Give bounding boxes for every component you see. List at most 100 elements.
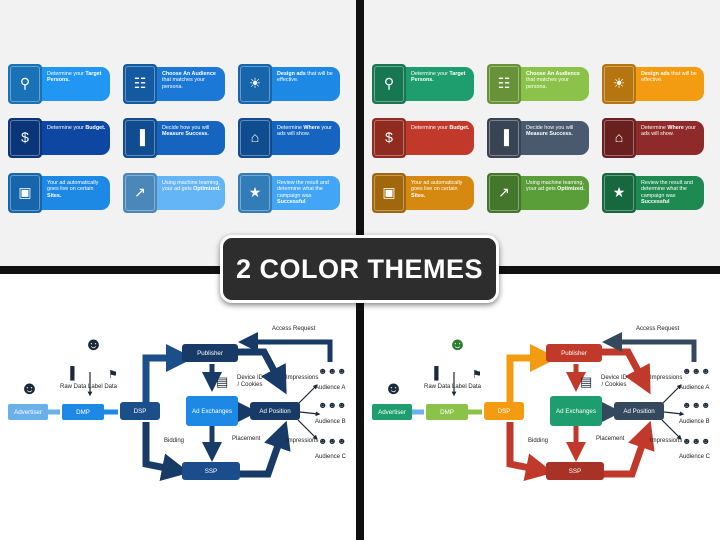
- title-banner: 2 COLOR THEMES: [220, 235, 499, 303]
- audience-c-icon: ☻☻☻: [682, 436, 711, 446]
- trophy-icon: ★: [612, 184, 626, 200]
- card-text-pre: Using machine learning, your ad gets: [162, 180, 220, 193]
- card-text-post: your ads will show.: [277, 125, 332, 138]
- card-text-post: that matches your persona.: [162, 77, 205, 90]
- card-text-pre: Determine your: [411, 71, 450, 77]
- growth-chart-icon: ↗: [134, 184, 146, 200]
- color-card-7: ▣Your ad automatically goes live on cert…: [372, 173, 474, 213]
- audience-a-label: Audience A: [679, 385, 710, 391]
- monitor-icon: ▣: [382, 184, 396, 200]
- card-text-post: your ads will show.: [641, 125, 696, 138]
- advertiser-person-icon: ☻: [384, 378, 403, 398]
- growth-chart-icon: ↗: [498, 184, 510, 200]
- blue-cards-panel: ⚲ Determine your Target Persons. ☷ Choose A…: [0, 0, 356, 266]
- dmp-box: DMP: [62, 404, 104, 420]
- position-to-aud-c: [297, 419, 318, 440]
- card-text-bold: Optimized.: [557, 186, 585, 193]
- card-text: Using machine learning, your ad gets Opt…: [526, 180, 588, 208]
- color-card-8: ↗ Using machine learning, your ad gets Op…: [487, 173, 589, 213]
- placement-label: Placement: [596, 436, 625, 442]
- card-text: Choose An Audience that matches your per…: [162, 71, 224, 99]
- persona-icon: ☻: [448, 334, 467, 354]
- card-text-pre: Determine: [277, 125, 304, 131]
- card-text: Determine Where your ads will show.: [641, 125, 703, 153]
- color-card-5: ▐Decide how you will Measure Success.: [487, 118, 589, 158]
- card-text-pre: Determine your: [47, 71, 86, 77]
- card-text: Determine your Target Persons.: [47, 71, 109, 99]
- card-text-bold: Where: [667, 125, 684, 131]
- ssp-to-position-arrow: [604, 420, 655, 478]
- color-cards-panel: ⚲Determine your Target Persons.☷Choose A…: [364, 0, 720, 266]
- card-text-bold: Target Persons.: [47, 71, 102, 84]
- house-icon: ⌂: [614, 129, 624, 145]
- ad-position-box: Ad Position: [614, 402, 664, 420]
- card-text-pre: Decide how you will: [162, 125, 210, 131]
- color-card-3: ☀Design ads that will be effective.: [602, 64, 704, 104]
- ssp-to-position-arrow: [240, 420, 291, 478]
- impressions-label-top: Impressions: [650, 375, 683, 381]
- card-text-bold: Choose An Audience: [162, 71, 216, 77]
- dsp-to-ssp-arrow: [506, 422, 554, 481]
- audience-b-icon: ☻☻☻: [318, 400, 347, 410]
- audience-b-icon: ☻☻☻: [682, 400, 711, 410]
- blue-card-8: ↗Using machine learning, your ad gets Op…: [123, 173, 225, 213]
- dsp-box: DSP: [484, 402, 524, 420]
- blue-card-7: ▣Your ad automatically goes live on cert…: [8, 173, 110, 213]
- publisher-to-position-arrow: [602, 348, 651, 395]
- label-data-tag-icon: ⚑: [472, 369, 482, 381]
- raw-data-chart-icon: ▐: [430, 366, 439, 380]
- clipboard-icon: ☷: [133, 75, 147, 91]
- dmp-box: DMP: [426, 404, 468, 420]
- audience-c-label: Audience C: [315, 454, 347, 460]
- card-text-pre: Review the result and determine what the…: [277, 180, 329, 199]
- raw-data-label: Raw Data: [424, 384, 451, 390]
- card-text-bold: Budget.: [449, 125, 470, 131]
- card-text: Determine your Budget.: [47, 125, 109, 153]
- advertiser-person-icon: ☻: [20, 378, 39, 398]
- card-text-bold: Budget.: [85, 125, 106, 131]
- blue-diagram-arrows: [46, 332, 333, 481]
- access-request-label: Access Request: [636, 326, 680, 332]
- money-bag-icon: $: [385, 129, 393, 145]
- card-text-bold: Design ads: [641, 71, 670, 77]
- color-diagram-arrows: [410, 332, 697, 481]
- impressions-label-bottom: Impressions: [650, 438, 683, 444]
- advertiser-box: Advertiser: [8, 404, 48, 420]
- position-to-aud-a: [661, 384, 682, 405]
- access-request-arrow: [602, 332, 697, 362]
- publisher-box: Publisher: [182, 344, 238, 362]
- color-card-9: ★Review the result and determine what th…: [602, 173, 704, 213]
- position-to-aud-c: [661, 419, 682, 440]
- audience-b-label: Audience B: [315, 419, 346, 425]
- card-text-bold: Where: [303, 125, 320, 131]
- dsp-to-ssp-arrow: [142, 422, 190, 481]
- blue-card-1: ⚲ Determine your Target Persons.: [8, 64, 110, 104]
- bar-chart-icon: ▐: [135, 129, 145, 145]
- card-text-bold: Successful: [641, 199, 670, 206]
- ad-exchanges-box: Ad Exchanges: [550, 396, 602, 426]
- search-icon: ⚲: [383, 75, 395, 91]
- label-data-label: Label Data: [452, 384, 482, 390]
- card-text-post: that matches your persona.: [526, 77, 569, 90]
- card-text-pre: Your ad automatically goes live on certa…: [47, 180, 99, 193]
- dsp-to-publisher-arrow: [506, 344, 558, 402]
- blue-card-2: ☷ Choose An Audience that matches your pe…: [123, 64, 225, 104]
- lightbulb-icon: ☀: [248, 75, 262, 91]
- label-data-label: Label Data: [88, 384, 118, 390]
- ssp-box: SSP: [182, 462, 240, 480]
- publisher-to-position-arrow: [238, 348, 287, 395]
- card-text: Review the result and determine what the…: [277, 180, 339, 208]
- access-request-label: Access Request: [272, 326, 316, 332]
- card-text: Your ad automatically goes live on certa…: [47, 180, 109, 208]
- color-card-6: ⌂ Determine Where your ads will show.: [602, 118, 704, 158]
- card-text-bold: Successful: [277, 199, 306, 206]
- search-icon: ⚲: [19, 75, 31, 91]
- device-card-icon: ▤: [580, 374, 593, 389]
- audience-b-label: Audience B: [679, 419, 710, 425]
- card-text: Determine your Target Persons.: [411, 71, 473, 99]
- card-text-pre: Using machine learning, your ad gets: [526, 180, 584, 193]
- dsp-box: DSP: [120, 402, 160, 420]
- placement-label: Placement: [232, 436, 261, 442]
- raw-data-chart-icon: ▐: [66, 366, 75, 380]
